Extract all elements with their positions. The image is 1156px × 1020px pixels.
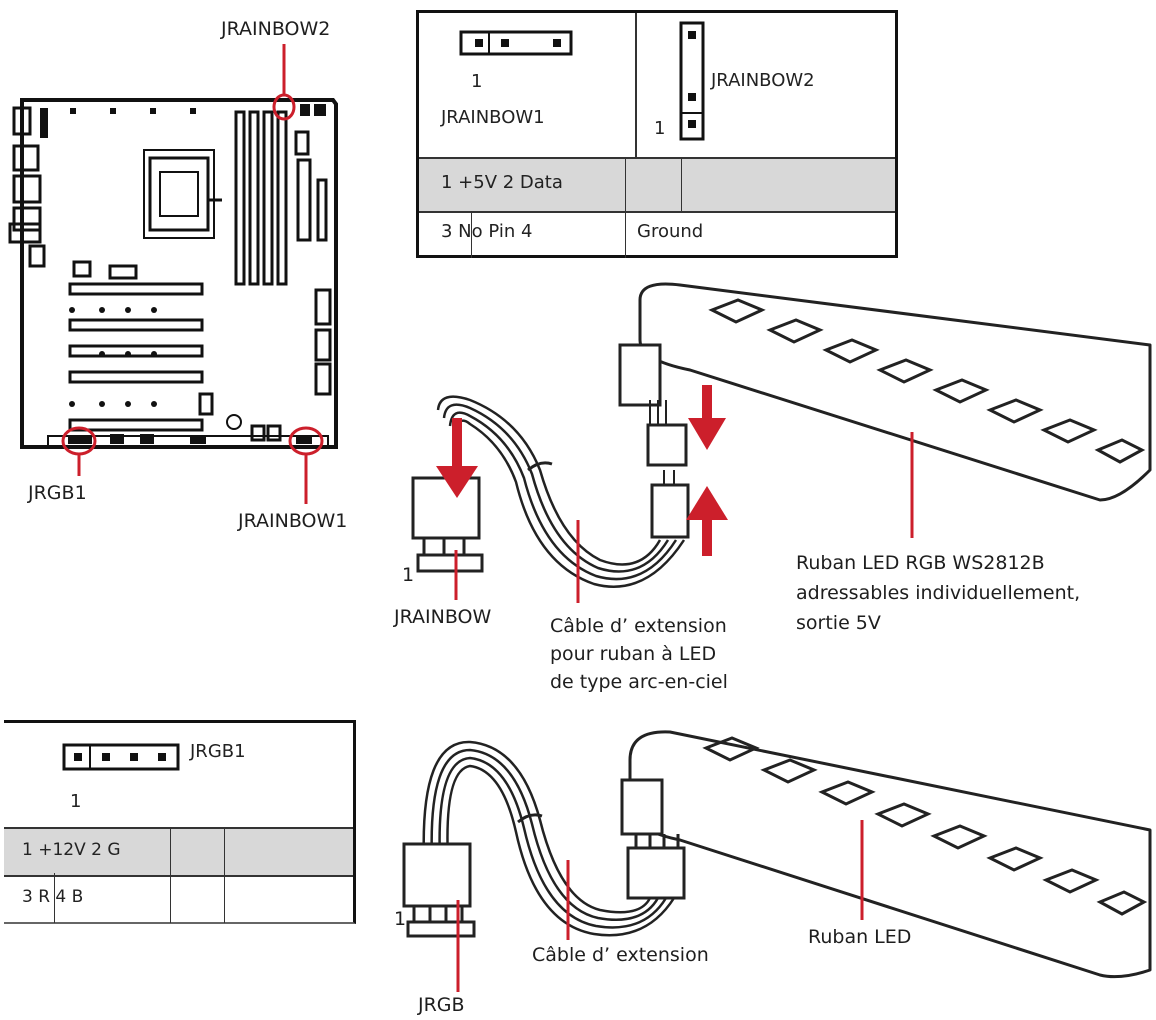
label-line: adressables individuellement, <box>796 582 1081 604</box>
jrgb-pinout-table: JRGB1 1 1 +12V 2 G 3 R 4 B <box>4 720 356 924</box>
column-line <box>170 827 171 923</box>
callout-jrainbow2: JRAINBOW2 <box>221 18 331 40</box>
table-cell: 3 No Pin 4 <box>441 221 533 242</box>
label-line: Câble d’ extension <box>550 615 727 637</box>
table-divider <box>635 13 637 157</box>
label-line: pour ruban à LED <box>550 643 717 665</box>
rgb-strip-label: Ruban LED <box>808 926 912 948</box>
callout-jrainbow1: JRAINBOW1 <box>238 510 348 532</box>
column-line <box>54 873 55 923</box>
column-line <box>224 827 225 923</box>
jrainbow-pin-label: 1 <box>402 564 415 586</box>
rainbow-cable-label: Câble d’ extension pour ruban à LED de t… <box>550 612 728 696</box>
label-line: sortie 5V <box>796 612 881 634</box>
connector-icon <box>620 778 686 900</box>
rainbow-strip-label: Ruban LED RGB WS2812B adressables indivi… <box>796 548 1080 638</box>
table-row <box>4 827 353 877</box>
column-line <box>681 157 682 213</box>
arrow-down-icon <box>436 385 726 498</box>
callout-jrgb1: JRGB1 <box>28 482 87 504</box>
cable-icon <box>436 395 686 588</box>
jrgb1-label: JRGB1 <box>190 741 246 762</box>
label-line: de type arc-en-ciel <box>550 671 728 693</box>
column-line <box>471 211 472 258</box>
connector-icon <box>646 400 690 539</box>
led-strip-icon <box>628 730 1152 979</box>
jrgb-pin-label: 1 <box>394 908 407 930</box>
header-4pin-icon <box>62 743 180 771</box>
table-cell: Ground <box>637 221 704 242</box>
table-cell: 1 +12V 2 G <box>22 840 121 860</box>
jrgb-connector-label: JRGB <box>418 994 465 1016</box>
jrainbow1-pin-number: 1 <box>471 71 483 92</box>
arrow-up-icon <box>686 486 728 556</box>
jrainbow-pinout-table: 1 JRAINBOW1 JRAINBOW2 1 1 +5V 2 Data 3 N… <box>416 10 898 258</box>
header-3pin-icon <box>459 21 705 141</box>
label-line: Ruban LED RGB WS2812B <box>796 552 1045 574</box>
table-row <box>419 157 895 213</box>
connector-icon <box>402 842 476 938</box>
jrainbow1-label: JRAINBOW1 <box>441 107 545 128</box>
jrainbow2-pin-number: 1 <box>654 118 666 139</box>
column-line <box>625 157 626 258</box>
led-strip-icon <box>618 282 1152 502</box>
connector-icon <box>411 476 484 573</box>
jrainbow-connector-label: JRAINBOW <box>394 606 492 628</box>
table-cell: 1 +5V 2 Data <box>441 172 563 193</box>
rgb-cable-label: Câble d’ extension <box>532 944 709 966</box>
cable-icon <box>422 740 676 937</box>
table-cell: 3 R 4 B <box>22 887 84 907</box>
jrainbow2-label: JRAINBOW2 <box>711 70 815 91</box>
jrgb1-pin-number: 1 <box>70 791 82 812</box>
